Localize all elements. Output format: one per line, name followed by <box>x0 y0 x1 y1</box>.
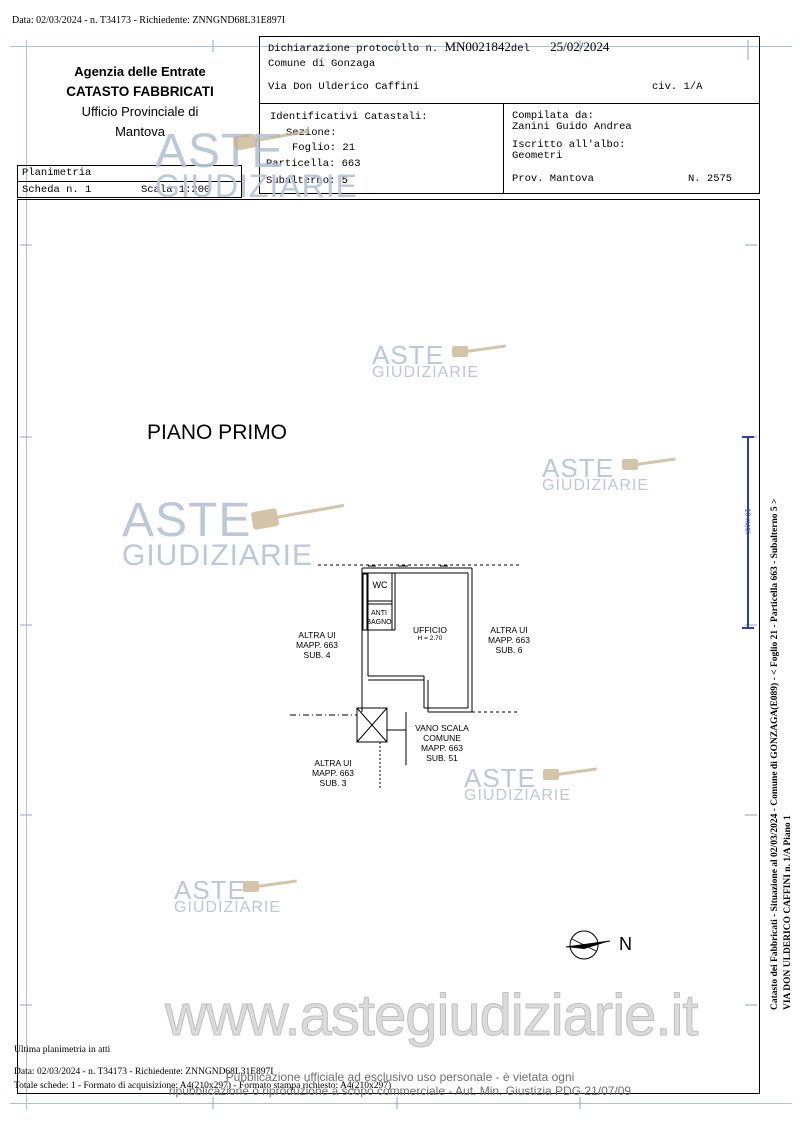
agency-block: Agenzia delle Entrate CATASTO FABBRICATI… <box>30 62 250 143</box>
subalterno: Subalterno: 5 <box>266 175 348 187</box>
scheda: Scheda n. 1 <box>22 184 92 196</box>
iscritto-label: Iscritto all'albo: <box>512 139 626 151</box>
publication-notice: Pubblicazione ufficiale ad esclusivo uso… <box>160 1070 640 1098</box>
frame-top-guide <box>10 46 792 47</box>
particella: Particella: 663 <box>266 158 361 170</box>
civic-number: civ. 1/A <box>652 81 703 93</box>
foglio: Foglio: 21 <box>292 142 356 154</box>
compilata-name: Zanini Guido Andrea <box>512 121 632 133</box>
watermark-6: ASTE GIUDIZIARIE <box>174 875 282 916</box>
iscritto-value: Geometri <box>512 150 563 162</box>
protocol-del: del <box>510 43 530 55</box>
header-vdivider <box>503 103 504 194</box>
last-plan-note: Ultima planimetria in atti <box>14 1045 111 1055</box>
comune: Comune di Gonzaga <box>268 58 376 70</box>
room-antibagno: ANTI BAGNO <box>366 610 392 626</box>
publication-notice-1: Pubblicazione ufficiale ad esclusivo uso… <box>225 1070 575 1084</box>
frame-left-guide <box>26 40 27 1110</box>
compilata-label: Compilata da: <box>512 110 594 122</box>
watermark-5: ASTE GIUDIZIARIE <box>464 763 572 804</box>
room-right-unit: ALTRA UI MAPP. 663 SUB. 6 <box>488 625 530 655</box>
side-text-2: VIA DON ULDERICO CAFFINI n. 1/A Piano 1 <box>783 815 793 1010</box>
scala: Scala 1:200 <box>141 184 211 196</box>
publication-notice-2: ripubblicazione o riproduzione a scopo c… <box>168 1084 632 1098</box>
north-arrow-icon <box>565 930 611 960</box>
room-ufficio: UFFICIO H = 2.70 <box>413 625 447 642</box>
province: Prov. Mantova <box>512 173 594 185</box>
albo-number: N. 2575 <box>688 173 733 185</box>
site-watermark: www.astegiudiziarie.it <box>164 983 698 1049</box>
watermark-1: ASTE GIUDIZIARIE <box>155 125 359 204</box>
agency-name: Agenzia delle Entrate <box>74 64 206 79</box>
office-name: Ufficio Provinciale di <box>81 104 199 119</box>
room-left-unit: ALTRA UI MAPP. 663 SUB. 4 <box>296 630 338 660</box>
catasto-title: CATASTO FABBRICATI <box>66 84 214 99</box>
watermark-3: ASTE GIUDIZIARIE <box>542 453 650 494</box>
planimetria-divider <box>17 181 242 182</box>
watermark-2: ASTE GIUDIZIARIE <box>372 340 480 381</box>
header-box <box>259 36 760 194</box>
watermark-4: ASTE GIUDIZIARIE <box>122 494 314 572</box>
sezione: Sezione: <box>286 127 337 139</box>
room-stair: VANO SCALA COMUNE MAPP. 663 SUB. 51 <box>415 723 469 763</box>
protocol-line: Dichiarazione protocollo n. MN0021842del… <box>268 39 609 55</box>
top-header: Data: 02/03/2024 - n. T34173 - Richieden… <box>12 15 286 26</box>
room-wc: WC <box>372 580 388 590</box>
footer-line-2: Totale schede: 1 - Formato di acquisizio… <box>14 1081 392 1091</box>
room-bottom-unit: ALTRA UI MAPP. 663 SUB. 3 <box>312 758 354 788</box>
office-city: Mantova <box>115 124 165 139</box>
floor-title: PIANO PRIMO <box>147 421 288 444</box>
north-label: N <box>619 934 632 954</box>
protocol-number: MN0021842 <box>444 39 511 54</box>
planimetria-title: Planimetria <box>22 167 92 179</box>
frame-bottom-guide <box>10 1103 792 1104</box>
footer-line-1: Data: 02/03/2024 - n. T34173 - Richieden… <box>14 1067 274 1077</box>
drawing-frame <box>17 199 760 1094</box>
side-text-1: Catasto dei Fabbricati - Situazione al 0… <box>770 498 780 1010</box>
header-divider <box>259 103 760 104</box>
address: Via Don Ulderico Caffini <box>268 81 420 93</box>
protocol-prefix: Dichiarazione protocollo n. <box>268 43 439 55</box>
identifiers-title: Identificativi Catastali: <box>270 111 428 123</box>
